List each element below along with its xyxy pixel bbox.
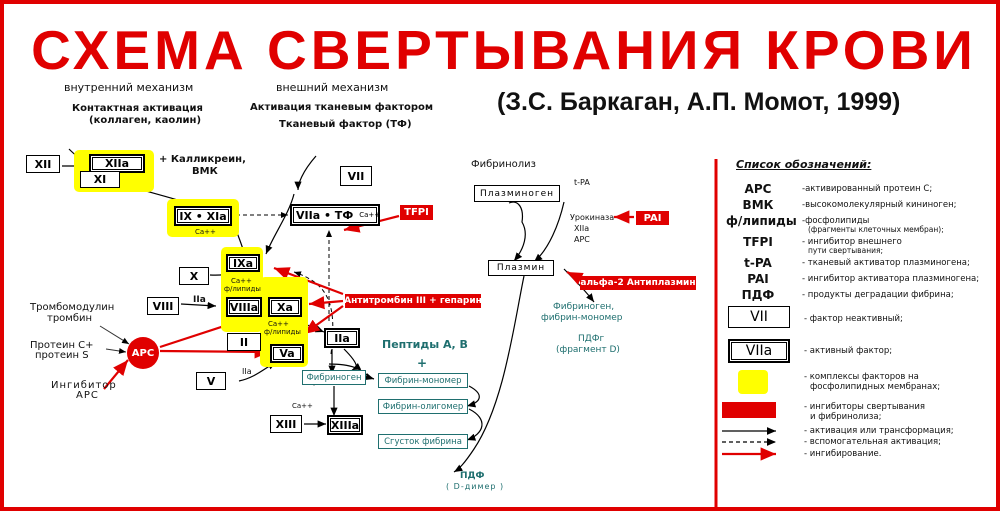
pai-inhibitor: PAI — [636, 211, 669, 225]
pdf-label: ПДФ — [460, 471, 485, 481]
xiii-ca-label: Ca++ — [292, 402, 313, 410]
factor-xiii-box: XIII — [270, 415, 302, 433]
legend-arrow-inhibition: - ингибирование. — [804, 449, 882, 459]
factor-iia-box: IIa — [324, 328, 360, 348]
legend-arrow-auxiliary: - вспомогательная активация; — [804, 437, 942, 447]
factor-xiiia-box: XIIIa — [327, 415, 363, 435]
xiia-fibrinolysis-label: XIIa — [574, 224, 590, 233]
legend-desc: - ингибитор активатора плазминогена; — [802, 274, 980, 284]
kallikrein-label: + Калликреин, — [159, 154, 246, 165]
protein-c-label: Протеин С+ — [30, 340, 94, 351]
legend-inactive-box: VII — [728, 306, 790, 328]
protein-s-label: протеин S — [35, 350, 89, 361]
legend-active-desc: - активный фактор; — [804, 346, 893, 356]
d-dimer-label: ( D-димер ) — [446, 482, 505, 491]
factor-viiia-box: VIIIa — [226, 297, 262, 317]
tf-activation-label: Активация тканевым фактором — [250, 102, 434, 113]
legend-abbr: ф/липиды — [726, 214, 797, 228]
legend-desc: -активированный протеин С; — [802, 184, 933, 194]
factor-v-box: V — [196, 372, 226, 390]
legend-abbr: ПДФ — [741, 288, 775, 302]
legend-desc: -фосфолипиды — [802, 216, 870, 226]
tenase-ca-label: Ca++ — [231, 277, 252, 285]
fibrinogen-box: Фибриноген — [302, 370, 366, 385]
iia-small-label: IIa — [193, 295, 206, 305]
fibrinogen-degradation-label: Фибриноген, — [553, 302, 615, 312]
legend-inactive-desc: - фактор неактивный; — [804, 314, 903, 324]
legend-desc: -высокомолекулярный кининоген; — [802, 200, 957, 210]
ix-xia-ca-label: Ca++ — [195, 228, 216, 236]
legend-arrow-activation: - активация или трансформация; — [804, 426, 954, 436]
prothrombinase-lipids-label: ф/липиды — [264, 328, 301, 336]
legend-abbr: ВМК — [742, 198, 774, 212]
author-citation: (З.С. Баркаган, А.П. Момот, 1999) — [497, 88, 901, 116]
legend-yellow-swatch — [738, 370, 768, 394]
fibrin-oligomer-box: Фибрин-олигомер — [378, 399, 468, 414]
legend-abbr: TFPI — [743, 235, 773, 249]
apc-inhibitor-label: Ингибитор — [51, 380, 117, 391]
legend-yellow-desc-1: - комплексы факторов на — [804, 372, 919, 382]
factor-vii-box: VII — [340, 166, 372, 186]
extrinsic-header: внешний механизм — [276, 81, 389, 94]
factor-xii-box: XII — [26, 155, 60, 173]
fibrin-monomer-degradation-label: фибрин-мономер — [541, 313, 623, 323]
peptides-label: Пептиды А, В — [382, 338, 468, 351]
legend-desc: - продукты деградации фибрина; — [802, 290, 954, 300]
contact-activation-sub: (коллаген, каолин) — [89, 115, 202, 126]
fibrin-clot-box: Сгусток фибрина — [378, 434, 468, 449]
legend-abbr: t-PA — [744, 256, 772, 270]
intrinsic-header: внутренний механизм — [64, 81, 194, 94]
iia-v-label: IIa — [242, 367, 252, 376]
legend-desc: - ингибитор внешнего — [802, 237, 902, 247]
fibrin-monomer-box: Фибрин-мономер — [378, 373, 468, 388]
plasminogen-box: Плазминоген — [474, 185, 560, 202]
pdfg-label: ПДФг — [578, 334, 605, 344]
tpa-label: t-PA — [574, 178, 590, 187]
factor-va-box: Va — [270, 344, 304, 363]
legend-active-box: VIIa — [728, 339, 790, 363]
factor-ix-xia-box: IX • XIa — [174, 206, 232, 226]
apc-fibrinolysis-label: APC — [574, 235, 590, 244]
legend-abbr: PAI — [747, 272, 769, 286]
tissue-factor-label: Тканевый фактор (ТФ) — [279, 119, 412, 130]
antiplasmin-inhibitor: альфа-2 Антиплазмин — [580, 276, 696, 290]
vmk-label: ВМК — [192, 166, 218, 177]
legend-red-desc-2: и фибринолиза; — [810, 412, 882, 422]
antithrombin-inhibitor: Антитромбин III + гепарин — [344, 294, 482, 308]
legend-red-swatch — [722, 402, 776, 418]
viia-tf-ca-label: Ca++ — [359, 211, 381, 219]
tfpi-inhibitor: TFPI — [400, 205, 433, 220]
factor-xi-box: XI — [80, 171, 120, 188]
apc-node: APC — [127, 337, 159, 369]
peptides-plus: + — [417, 356, 428, 370]
factor-xiia-box: XIIa — [89, 154, 145, 173]
legend-yellow-desc-2: фосфолипидных мембранах; — [810, 382, 941, 392]
factor-x-box: X — [179, 267, 209, 285]
prothrombinase-ca-label: Ca++ — [268, 320, 289, 328]
tenase-lipids-label: ф/липиды — [224, 285, 261, 293]
thrombomodulin-label: Тромбомодулин — [30, 302, 115, 313]
apc-inhibitor-sub: АРС — [76, 390, 99, 401]
legend-desc-cont: пути свертывания; — [808, 246, 884, 255]
legend-abbr: APC — [744, 182, 772, 196]
factor-ixa-box: IXa — [226, 254, 260, 272]
factor-viii-box: VIII — [147, 297, 179, 315]
factor-viia-tf-label: VIIa • ТФ — [296, 208, 354, 222]
legend-title: Список обозначений: — [736, 158, 872, 171]
page-title: СХЕМА СВЕРТЫВАНИЯ КРОВИ — [31, 19, 977, 81]
plasmin-box: Плазмин — [488, 260, 554, 276]
contact-activation-label: Контактная активация — [72, 103, 203, 114]
legend-desc: - тканевый активатор плазминогена; — [802, 258, 970, 268]
fibrinolysis-header: Фибринолиз — [471, 159, 536, 170]
factor-ii-box: II — [227, 333, 261, 351]
legend-desc-cont: (фрагменты клеточных мембран); — [808, 225, 944, 234]
factor-viia-tf-box: VIIa • ТФ Ca++ — [290, 204, 380, 226]
thrombin-label: тромбин — [47, 313, 93, 324]
urokinase-label: Урокиназа — [570, 213, 615, 222]
fragment-d-label: (фрагмент D) — [556, 345, 620, 355]
factor-xa-box: Xa — [268, 297, 302, 317]
legend-red-desc-1: - ингибиторы свертывания — [804, 402, 925, 412]
